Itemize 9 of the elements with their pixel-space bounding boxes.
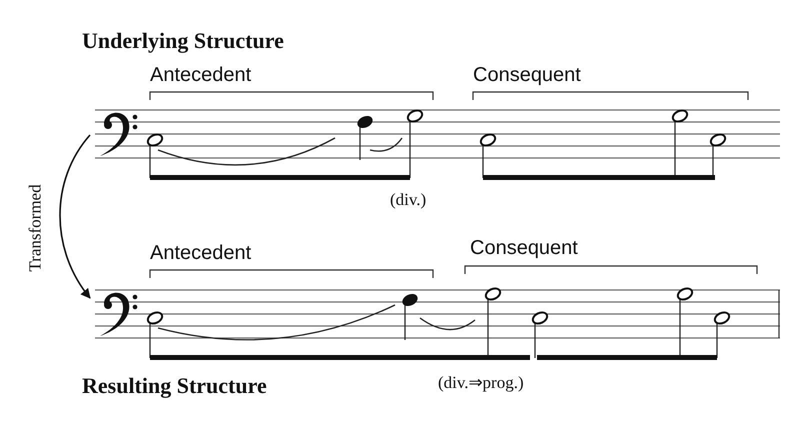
section-label: Consequent — [473, 64, 581, 87]
section-label: Antecedent — [150, 242, 252, 265]
annotation: (div.) — [390, 190, 426, 210]
section-label: Antecedent — [150, 64, 252, 87]
section-label: Consequent — [470, 237, 578, 260]
heading: Resulting Structure — [82, 373, 267, 399]
heading: Underlying Structure — [82, 28, 284, 54]
curved-arrow — [59, 134, 91, 299]
annotation: (div.⇒prog.) — [438, 372, 524, 393]
